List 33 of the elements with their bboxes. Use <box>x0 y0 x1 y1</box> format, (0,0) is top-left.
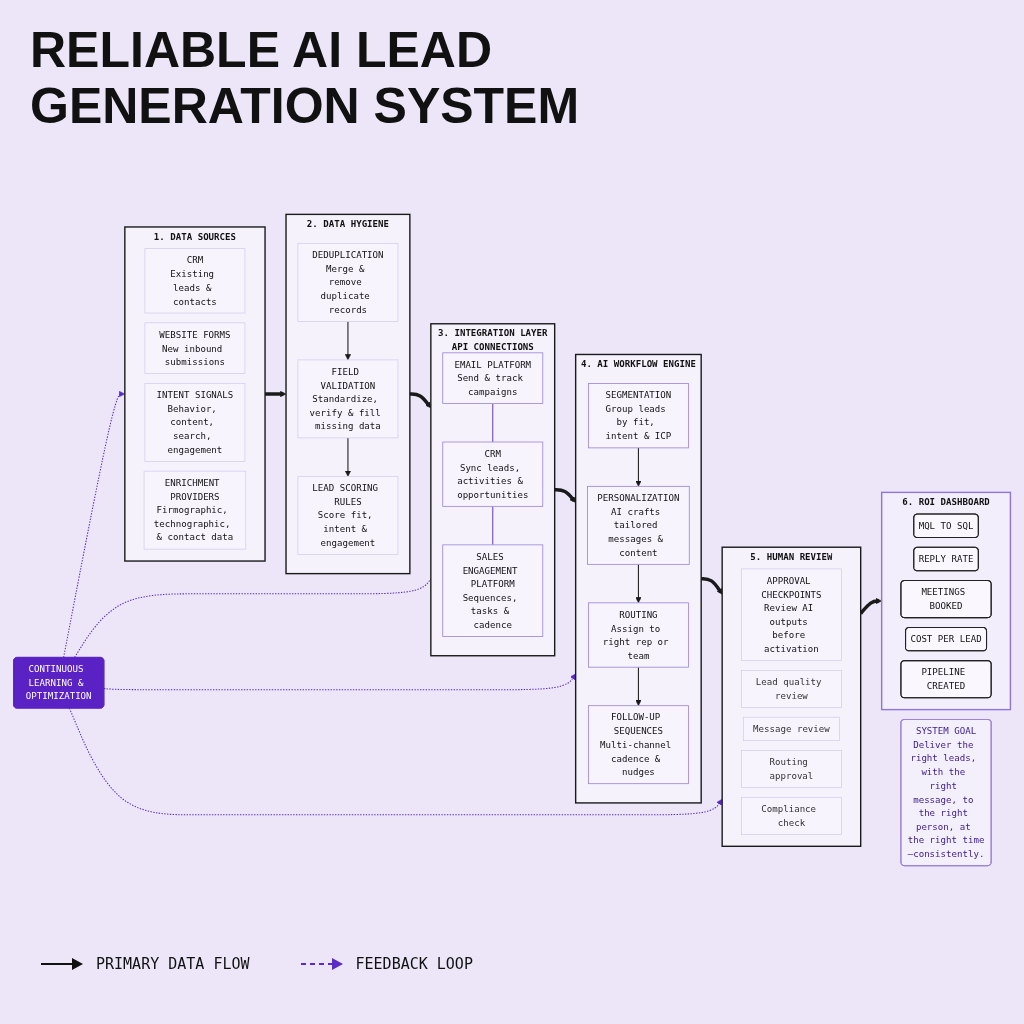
node-box: ENRICHMENT PROVIDERS Firmographic, technographic, & contact data <box>143 470 247 550</box>
legend-label: FEEDBACK LOOP <box>355 955 473 973</box>
node-box: Compliance check <box>741 796 842 835</box>
arrow <box>344 437 351 477</box>
arrow <box>635 447 642 487</box>
node-box: DEDUPLICATION Merge & remove duplicate records <box>297 243 399 322</box>
node-box: FOLLOW-UP SEQUENCES Multi-channel cadence & nudges <box>588 705 689 785</box>
node-box: PERSONALIZATION AI crafts tailored messages & content <box>587 485 690 565</box>
arrow <box>635 666 642 706</box>
node-box: FIELD VALIDATION Standardize, verify & fill missing data <box>297 359 399 439</box>
node-box: SALES ENGAGEMENT PLATFORM Sequences, tasks & cadence <box>442 544 544 637</box>
node-box: INTENT SIGNALS Behavior, content, search, engagement <box>144 382 246 462</box>
node-box: LEAD SCORING RULES Score fit, intent & engagement <box>297 476 399 555</box>
node-box: EMAIL PLATFORM Send & track campaigns <box>442 352 544 404</box>
node-box: APPROVAL CHECKPOINTS Review AI outputs before activation <box>741 568 842 661</box>
node-box: CRM Existing leads & contacts <box>144 248 246 314</box>
title: RELIABLE AI LEAD GENERATION SYSTEM <box>30 22 581 134</box>
arrow <box>635 563 642 604</box>
arrow <box>554 488 576 503</box>
node-box: ROUTING Assign to right rep or team <box>588 602 689 668</box>
node-box: Lead quality review <box>741 670 842 708</box>
legend-label: PRIMARY DATA FLOW <box>96 955 250 973</box>
arrow <box>701 576 723 595</box>
arrow <box>344 320 351 361</box>
node-box: CRM Sync leads, activities & opportunities <box>442 441 544 507</box>
node-box: Routing approval <box>741 750 842 788</box>
arrow <box>103 673 576 691</box>
node-box: Message review <box>742 716 840 741</box>
node-box: SEGMENTATION Group leads by fit, intent & ICP <box>588 383 689 449</box>
connector <box>492 403 494 443</box>
arrow <box>265 390 287 398</box>
node-box: WEBSITE FORMS New inbound submissions <box>144 322 246 374</box>
connector <box>492 505 494 546</box>
